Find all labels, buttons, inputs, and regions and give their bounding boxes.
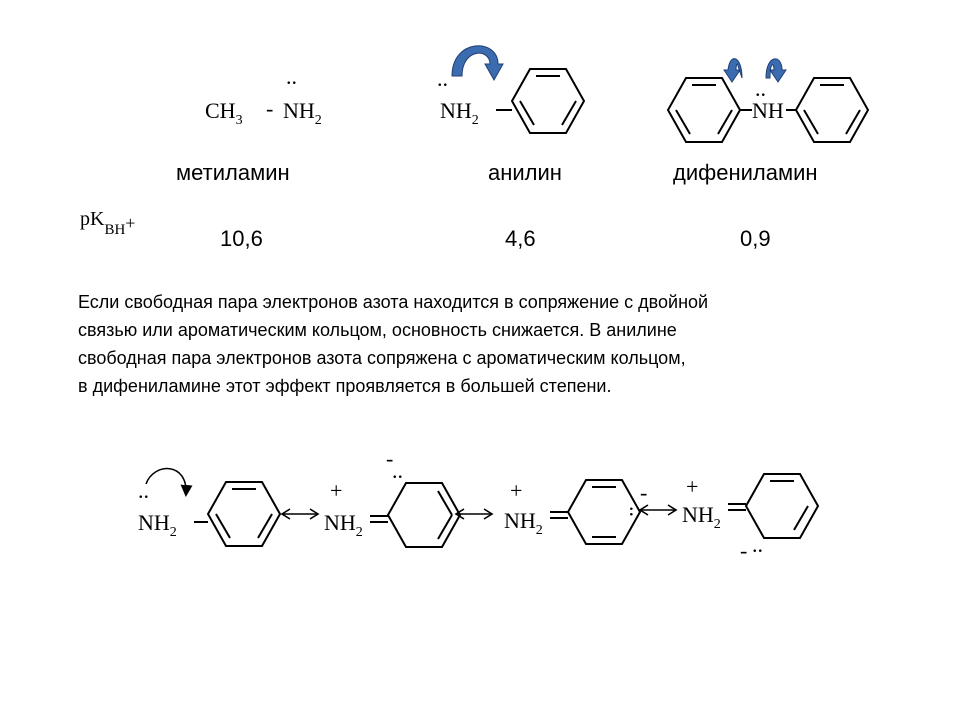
resonance-nh2: NH2 bbox=[504, 508, 543, 538]
benzene-ring bbox=[386, 482, 462, 548]
methylamine-structure: CH3 - NH2 .. bbox=[205, 64, 322, 128]
curved-arrow-icon bbox=[145, 468, 193, 497]
paragraph-line: связью или ароматическим кольцом, основн… bbox=[78, 320, 677, 340]
carbanion-charge: - bbox=[386, 446, 393, 471]
lone-pair-dots: .. bbox=[138, 478, 149, 503]
pka-label-sup: + bbox=[125, 213, 136, 233]
pka-label-sub: BH bbox=[104, 222, 126, 238]
resonance-structure-4: + NH2 - .. bbox=[682, 473, 820, 563]
curved-arrow-icon bbox=[451, 45, 504, 82]
aniline-structure: .. NH2 bbox=[437, 45, 586, 134]
pka-value-aniline: 4,6 bbox=[505, 226, 536, 251]
plus-charge: + bbox=[330, 478, 342, 503]
lone-pair-dots: .. bbox=[755, 76, 766, 101]
carbanion-charge: - bbox=[640, 480, 647, 505]
resonance-nh2: NH2 bbox=[324, 510, 363, 540]
benzene-ring bbox=[744, 473, 820, 539]
resonance-nh2: NH2 bbox=[682, 502, 721, 532]
compound-name-aniline: анилин bbox=[488, 160, 562, 185]
benzene-ring bbox=[206, 481, 282, 547]
pka-value-diphenylamine: 0,9 bbox=[740, 226, 771, 251]
paragraph-line: в дифениламине этот эффект проявляется в… bbox=[78, 376, 612, 396]
diphenylamine-nh: NH bbox=[752, 98, 784, 123]
carbanion-charge: - bbox=[740, 538, 747, 563]
resonance-structure-3: + NH2 .. - bbox=[504, 478, 650, 545]
pka-value-methylamine: 10,6 bbox=[220, 226, 263, 251]
lone-pair-dots: .. bbox=[392, 458, 403, 483]
methylamine-nh2: NH2 bbox=[283, 98, 322, 128]
resonance-arrow bbox=[638, 504, 678, 516]
pka-label: pKBH+ bbox=[80, 208, 136, 238]
lone-pair-dots: .. bbox=[625, 506, 650, 517]
resonance-arrow bbox=[280, 508, 320, 520]
plus-charge: + bbox=[510, 478, 522, 503]
benzene-ring bbox=[794, 77, 870, 143]
lone-pair-dots: .. bbox=[286, 64, 297, 89]
diphenylamine-structure: NH .. bbox=[666, 58, 870, 143]
benzene-ring bbox=[666, 77, 742, 143]
lone-pair-dots: .. bbox=[437, 66, 448, 91]
benzene-ring bbox=[566, 479, 642, 545]
methylamine-ch3: CH3 bbox=[205, 98, 243, 128]
methylamine-dash: - bbox=[266, 96, 273, 121]
resonance-nh2: NH2 bbox=[138, 510, 177, 540]
pka-label-main: pK bbox=[80, 208, 105, 230]
curved-arrow-icon bbox=[723, 58, 743, 83]
explanation-paragraph: Если свободная пара электронов азота нах… bbox=[78, 288, 938, 400]
lone-pair-dots: .. bbox=[752, 532, 763, 557]
compound-name-methylamine: метиламин bbox=[176, 160, 290, 185]
aniline-nh2: NH2 bbox=[440, 98, 479, 128]
benzene-ring bbox=[510, 68, 586, 134]
resonance-arrow bbox=[454, 508, 494, 520]
paragraph-line: Если свободная пара электронов азота нах… bbox=[78, 292, 709, 312]
curved-arrow-icon bbox=[765, 58, 787, 83]
plus-charge: + bbox=[686, 474, 698, 499]
paragraph-line: свободная пара электронов азота сопряжен… bbox=[78, 348, 686, 368]
compound-name-diphenylamine: дифениламин bbox=[673, 160, 818, 185]
resonance-structure-2: + NH2 - .. bbox=[324, 446, 462, 548]
resonance-structure-1: .. NH2 bbox=[138, 468, 282, 547]
